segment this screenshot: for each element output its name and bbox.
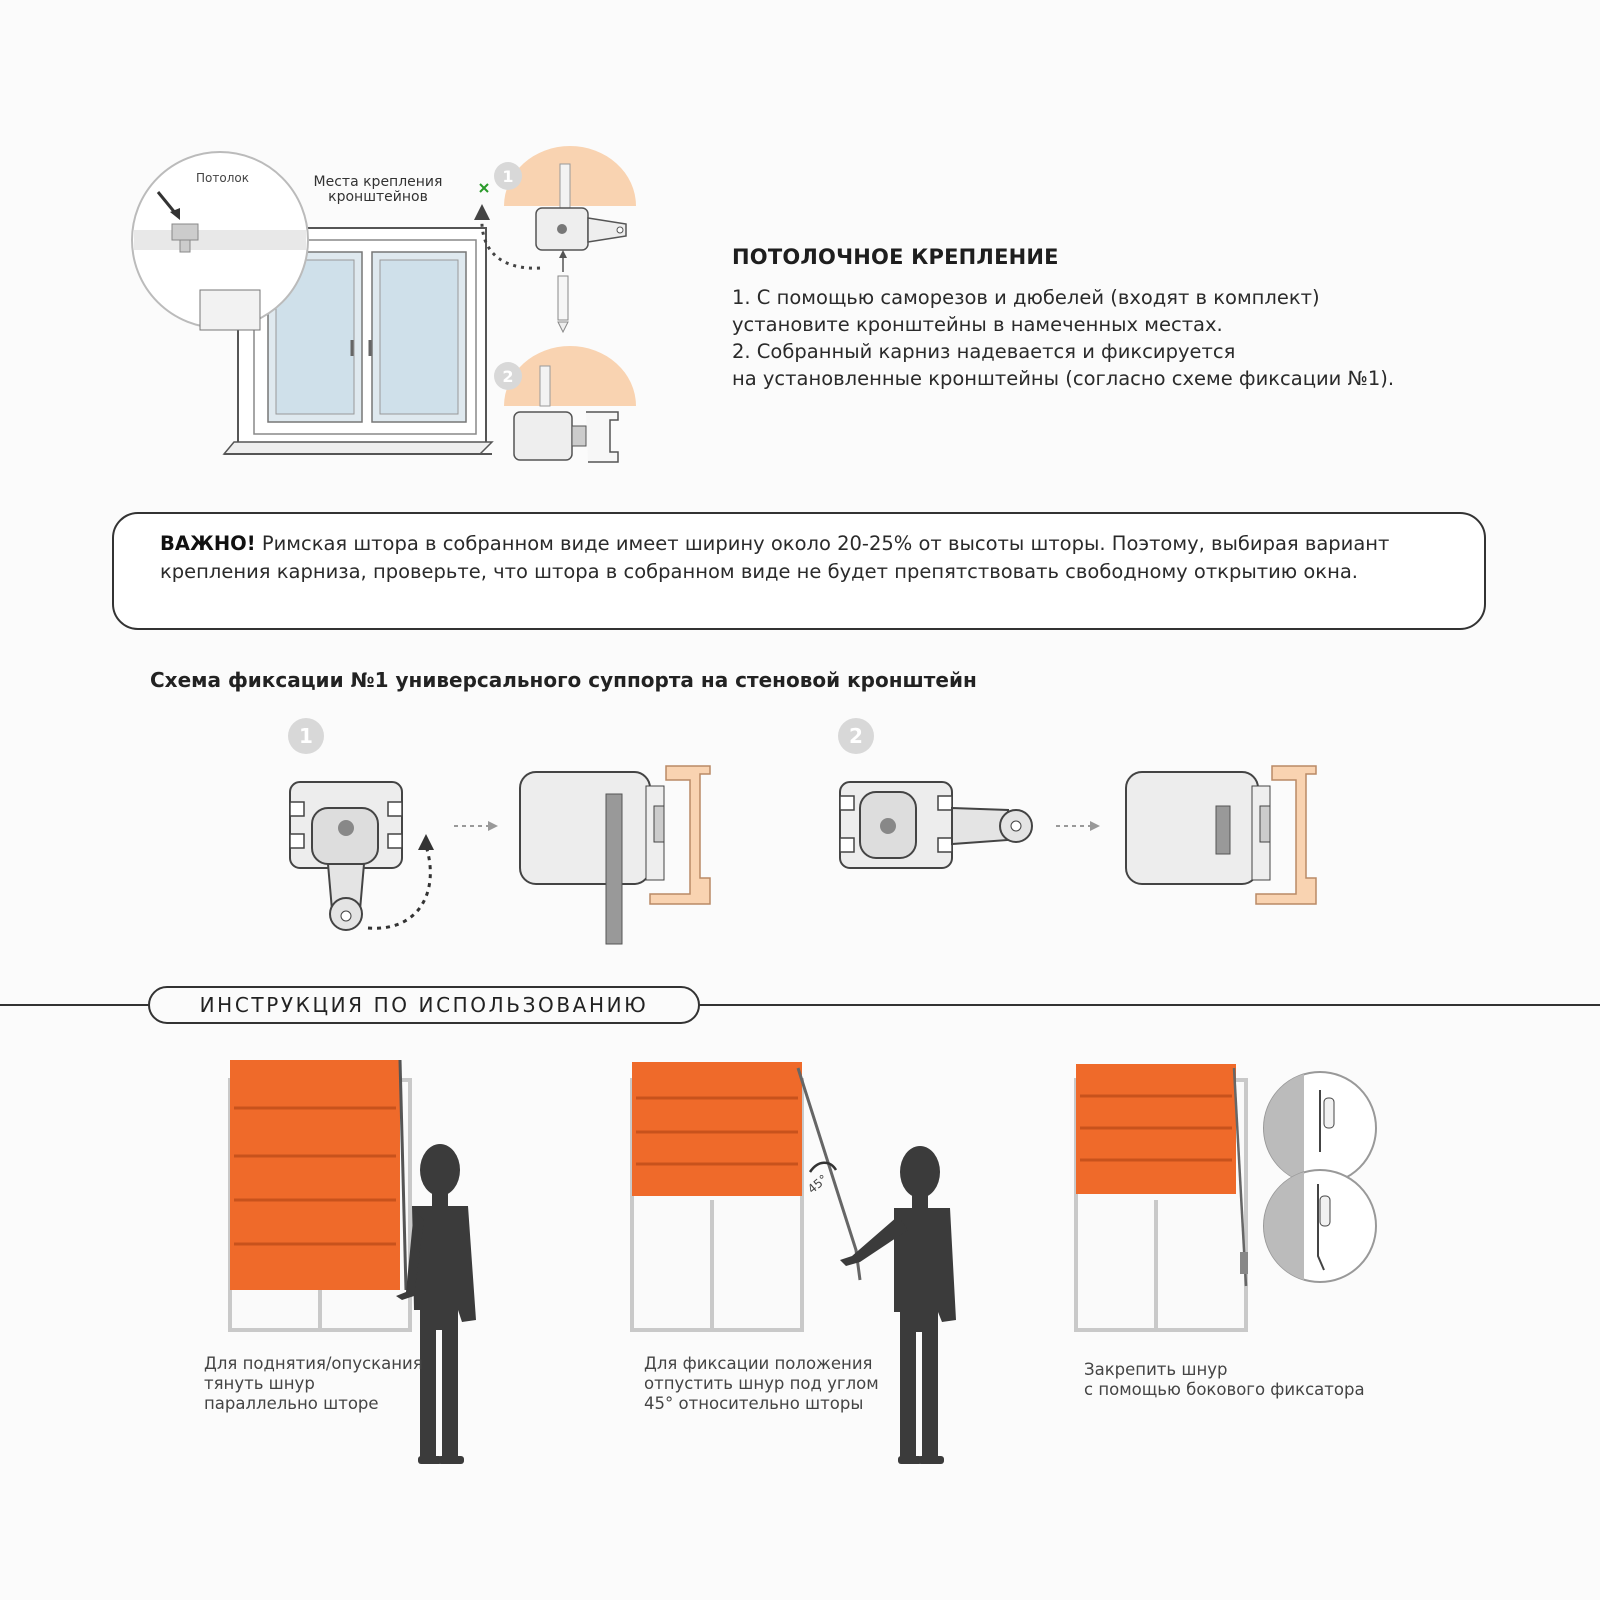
important-notice-box: [112, 512, 1486, 630]
pull-cord: [796, 1067, 862, 1281]
ceiling-zoom-circle: [131, 151, 309, 331]
roman-blind: [230, 1060, 400, 1290]
ceiling-mount-illustration: Потолок Места крепления кронштейнов 1 2: [131, 146, 636, 463]
dotted-arrow-icon: [480, 215, 541, 270]
instructions-heading: ИНСТРУКЦИЯ ПО ИСПОЛЬЗОВАНИЮ: [148, 986, 700, 1024]
arrow-up-icon: [418, 834, 434, 850]
angle-label: 45°: [805, 1172, 830, 1196]
fixation-scheme-illustration: 1 2: [288, 718, 1317, 945]
caption-panel-2: Для фиксации положения отпустить шнур по…: [644, 1354, 879, 1414]
ceiling-mount-title: ПОТОЛОЧНОЕ КРЕПЛЕНИЕ: [732, 245, 1059, 269]
ceiling-bracket-step2: 2: [494, 346, 636, 463]
cleat-zoom-bottom: [1263, 1169, 1377, 1283]
caption-line: Для фиксации положения: [644, 1354, 873, 1373]
caption-panel-1: Для поднятия/опускания тянуть шнур парал…: [204, 1354, 423, 1414]
usage-illustration: 45°: [228, 1060, 1377, 1464]
caption-line: отпустить шнур под углом: [644, 1374, 879, 1393]
caption-line: с помощью бокового фиксатора: [1084, 1380, 1365, 1399]
rail-assembly-1: [519, 765, 711, 945]
scheme-step1-badge: 1: [299, 724, 313, 748]
important-body: Римская штора в собранном виде имеет шир…: [160, 532, 1390, 583]
rail-assembly-2: [1125, 765, 1317, 905]
mount-places-label-2: кронштейнов: [328, 189, 428, 205]
ceiling-step-line: 2. Собранный карниз надевается и фиксиру…: [732, 340, 1236, 363]
person-silhouette: [396, 1144, 476, 1464]
usage-panel-3: [1074, 1064, 1377, 1332]
pull-cord: [1232, 1067, 1248, 1287]
caption-line: Закрепить шнур: [1084, 1360, 1228, 1379]
step1-badge: 1: [502, 167, 513, 186]
section-divider: [0, 1004, 1600, 1006]
caption-line: параллельно шторе: [204, 1394, 379, 1413]
mark-icon: [479, 183, 489, 193]
roman-blind: [632, 1062, 802, 1196]
caption-line: Для поднятия/опускания: [204, 1354, 423, 1373]
cleat-zoom-top: [1263, 1071, 1377, 1185]
scheme-title: Схема фиксации №1 универсального суппорт…: [150, 668, 977, 692]
scheme-step2-circle: [838, 718, 874, 754]
side-cleat-icon: [1240, 1252, 1248, 1274]
arrow-right-icon: [488, 821, 498, 831]
caption-line: тянуть шнур: [204, 1374, 315, 1393]
scheme-step1-circle: [288, 718, 324, 754]
ceiling-step-line: 1. С помощью саморезов и дюбелей (входят…: [732, 286, 1320, 309]
person-silhouette: [840, 1146, 956, 1464]
pull-cord: [398, 1060, 408, 1291]
ceiling-label: Потолок: [196, 171, 249, 185]
arrow-right-icon: [1090, 821, 1100, 831]
arrow-up-icon: [474, 204, 490, 220]
ceiling-mount-steps: 1. С помощью саморезов и дюбелей (входят…: [732, 284, 1394, 392]
usage-panel-2: 45°: [630, 1062, 956, 1464]
caption-panel-3: Закрепить шнур с помощью бокового фиксат…: [1084, 1360, 1365, 1400]
mount-places-label-1: Места крепления: [314, 174, 443, 190]
support-bracket-horizontal: [839, 781, 1033, 869]
angle-arrow-icon: [808, 1161, 838, 1173]
usage-panel-1: [228, 1060, 476, 1464]
ceiling-step-line: на установленные кронштейны (согласно сх…: [732, 367, 1395, 390]
ceiling-step-line: установите кронштейны в намеченных места…: [732, 313, 1223, 336]
caption-line: 45° относительно шторы: [644, 1394, 864, 1413]
important-label: ВАЖНО!: [160, 532, 256, 555]
important-notice-text: ВАЖНО! Римская штора в собранном виде им…: [160, 530, 1460, 585]
support-bracket-vertical: [289, 781, 403, 931]
step2-badge: 2: [502, 367, 513, 386]
ceiling-bracket-step1: 1: [494, 146, 636, 334]
scheme-step2-badge: 2: [849, 724, 863, 748]
